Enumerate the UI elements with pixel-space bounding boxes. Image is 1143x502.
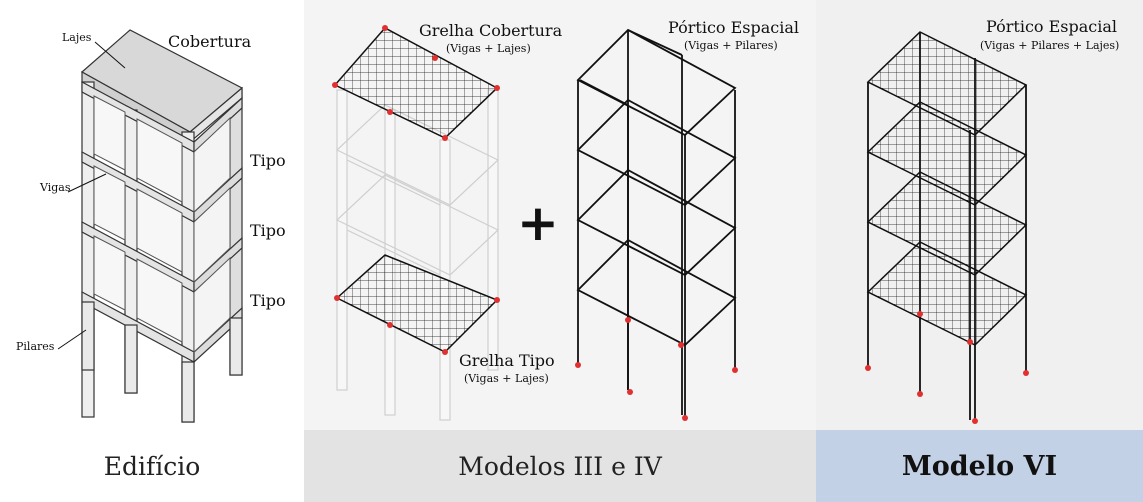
portico-subtitle: (Vigas + Pilares) [684, 39, 778, 52]
label-pilares: Pilares [16, 340, 55, 353]
grelha-tipo-subtitle: (Vigas + Lajes) [464, 372, 549, 385]
footer-model-vi: Modelo VI [816, 430, 1143, 502]
portico-title: Pórtico Espacial [668, 18, 799, 37]
label-tipo-2: Tipo [250, 221, 286, 240]
ghost-building [335, 89, 500, 421]
label-cobertura: Cobertura [168, 32, 252, 51]
model-vi-frame [865, 31, 1029, 424]
model-vi-title: Pórtico Espacial [986, 17, 1117, 36]
label-tipo-3: Tipo [250, 291, 286, 310]
label-lajes: Lajes [62, 31, 92, 44]
grelha-cobertura-subtitle: (Vigas + Lajes) [446, 42, 531, 55]
building-drawing [57, 29, 244, 423]
grelha-cobertura [332, 25, 500, 141]
portico-supports [575, 317, 738, 421]
grelha-tipo [334, 254, 500, 355]
plus-sign: + [517, 194, 559, 252]
grelha-tipo-title: Grelha Tipo [459, 351, 555, 370]
grelha-cobertura-title: Grelha Cobertura [419, 21, 563, 40]
structural-diagram: Lajes Cobertura Vigas Pilares Tipo Tipo … [16, 17, 1119, 424]
portico-frame [576, 28, 737, 418]
label-vigas: Vigas [39, 181, 71, 194]
label-tipo-1: Tipo [250, 151, 286, 170]
model-vi-subtitle: (Vigas + Pilares + Lajes) [980, 39, 1119, 52]
footer-models-iii-iv: Modelos III e IV [304, 430, 816, 502]
footer-building: Edifício [0, 430, 304, 502]
